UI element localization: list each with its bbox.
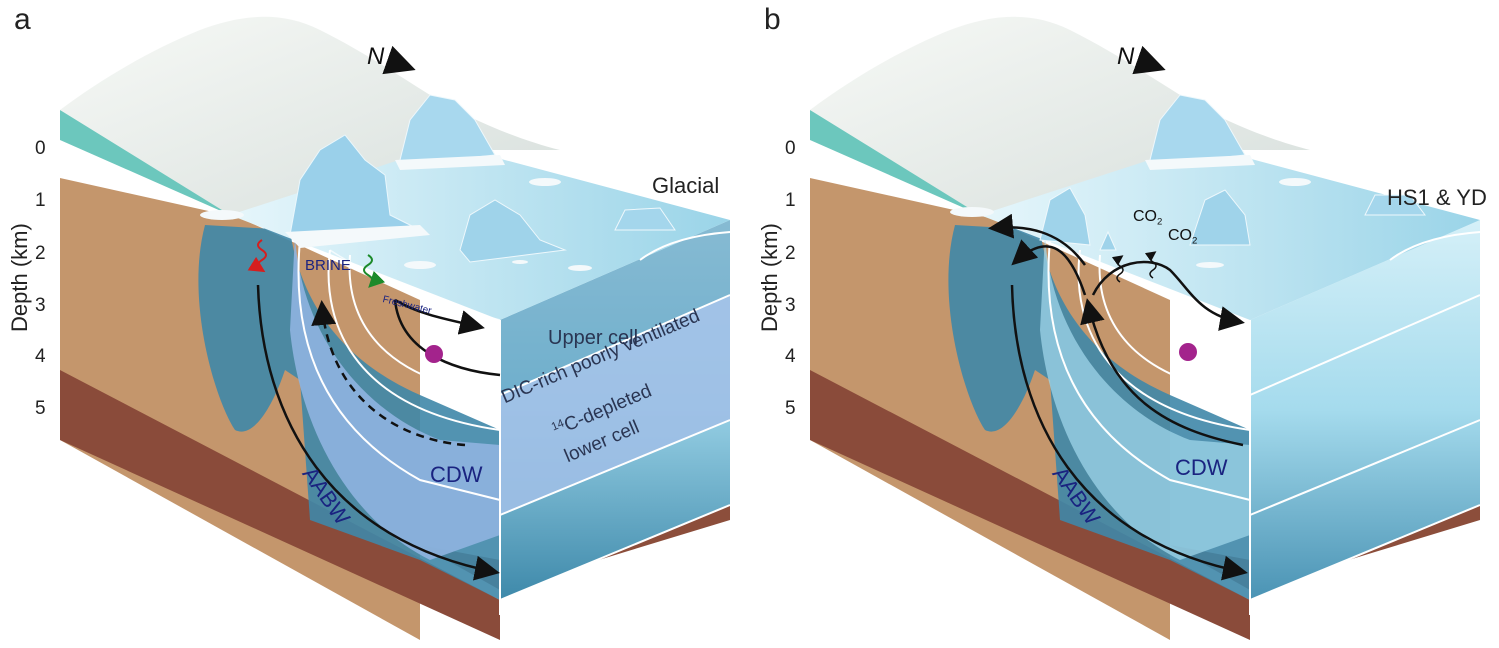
depth-tick: 3 (35, 295, 46, 316)
iceberg-mid (1189, 189, 1251, 246)
iceberg-right (1364, 194, 1426, 216)
depth-tick: 4 (785, 346, 796, 367)
upper-branch-arrow (1091, 260, 1245, 331)
cdw-label: CDW (1175, 455, 1228, 480)
depth-tick: 2 (785, 243, 796, 264)
ice-sheet (810, 16, 1310, 216)
panel-letter: b (764, 3, 781, 36)
lower-cell-face (500, 295, 730, 515)
iceberg-tiny (1099, 230, 1117, 251)
upper-cell-label: Upper cell (548, 327, 639, 349)
aabw-arrow (256, 284, 500, 581)
panel-a: a N Depth (km) 0 1 2 3 4 5 Glacial BRINE… (7, 3, 731, 640)
upper-cell-face (500, 220, 730, 395)
brine-label: BRINE (305, 257, 351, 274)
iceberg-right (614, 207, 676, 231)
ocean-front-face (1250, 220, 1480, 600)
depth-tick: 4 (35, 346, 46, 367)
co2-label-1: CO2 (1133, 208, 1163, 228)
depth-axis-title: Depth (km) (7, 223, 32, 332)
north-label: N (1117, 43, 1135, 70)
co2-outgassing-arrow (1144, 251, 1157, 279)
red-squiggle-arrow (247, 239, 267, 273)
depth-tick: 1 (785, 190, 796, 211)
cdw-upwelling-arrow (1080, 298, 1244, 447)
iceberg-mid (459, 199, 567, 263)
north-label: N (367, 43, 385, 70)
cdw-label: CDW (430, 462, 483, 487)
depth-axis-title: Depth (km) (757, 223, 782, 332)
depth-tick: 0 (785, 138, 796, 159)
green-squiggle-arrow (363, 254, 386, 288)
depth-tick: 2 (35, 243, 46, 264)
aabw-arrow (1010, 284, 1248, 581)
depth-tick: 3 (785, 295, 796, 316)
panel-b: b N Depth (km) 0 1 2 3 4 5 HS1 & YD CO2 … (750, 0, 1499, 648)
mixed-water-region (1040, 235, 1250, 560)
co2-label-2: CO2 (1168, 227, 1198, 247)
scenario-label: Glacial (652, 173, 720, 198)
tracer-dot (425, 345, 443, 363)
bedrock-layer (60, 370, 500, 640)
ice-sheet (60, 16, 560, 216)
panel-letter: a (14, 3, 31, 36)
iceberg-small-left (1039, 187, 1091, 246)
shelf-return-arrow (988, 213, 1087, 266)
freshwater-arrow (394, 298, 485, 335)
northward-left-arrow (1011, 239, 1087, 296)
north-arrow (1132, 45, 1166, 75)
cdw-dashed-arrow (311, 300, 466, 447)
co2-outgassing-arrow (1111, 255, 1124, 283)
depth-tick: 5 (35, 398, 46, 419)
tracer-dot (1179, 343, 1197, 361)
depth-tick: 0 (35, 138, 46, 159)
depth-tick: 1 (35, 190, 46, 211)
panel-a-block-diagram (60, 16, 731, 640)
lower-cell-region (290, 235, 500, 560)
north-arrow (382, 45, 416, 75)
depth-tick: 5 (785, 398, 796, 419)
bedrock-layer (810, 370, 1250, 640)
panel-b-block-diagram (810, 16, 1481, 640)
scenario-label: HS1 & YD (1387, 185, 1487, 210)
